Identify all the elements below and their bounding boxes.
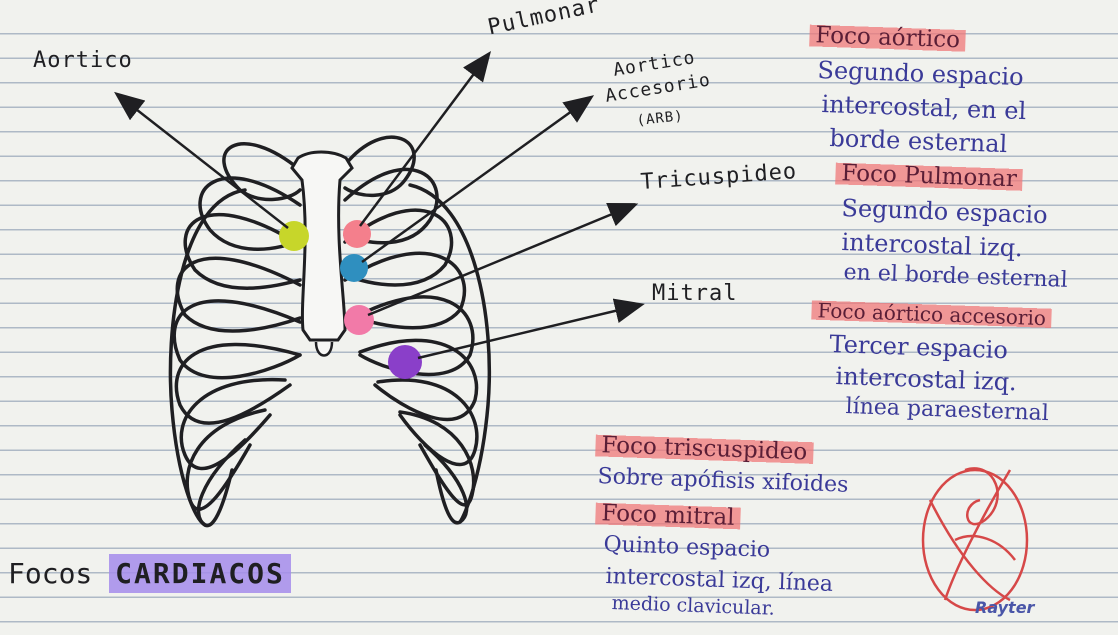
mitral-focus-dot xyxy=(388,345,422,379)
signature: Rayter xyxy=(975,600,1034,616)
note-pulmonar-line-1: Segundo espacio xyxy=(841,196,1048,227)
page-title: Focos CARDIACOS xyxy=(8,560,291,588)
tricuspid-focus-dot xyxy=(344,305,374,335)
left-ribs xyxy=(170,144,300,526)
note-mitral-line-1: Quinto espacio xyxy=(603,534,770,562)
note-aortico-line-3: borde esternal xyxy=(829,126,1007,156)
label-aortico: Aortico xyxy=(33,50,133,72)
mitral-arrow xyxy=(418,305,640,358)
note-aortico-line-1: Segundo espacio xyxy=(817,58,1024,89)
note-accesorio-line-1: Tercer espacio xyxy=(829,332,1008,362)
note-aortico-line-2: intercostal, en el xyxy=(821,92,1026,123)
title-prefix: Focos xyxy=(8,557,92,590)
signature-stamp xyxy=(923,468,1027,610)
note-heading-aortico: Foco aórtico xyxy=(809,22,966,54)
sternum xyxy=(292,152,352,356)
accessory-aortic-focus-dot xyxy=(340,254,368,282)
tricuspid-arrow xyxy=(368,205,634,315)
note-accesorio-line-2: intercostal izq. xyxy=(835,364,1017,394)
note-pulmonar-line-2: intercostal izq. xyxy=(841,230,1023,260)
note-heading-mitral: Foco mitral xyxy=(595,500,741,532)
label-mitral: Mitral xyxy=(652,283,737,305)
pulmonary-focus-dot xyxy=(343,220,371,248)
title-highlight: CARDIACOS xyxy=(109,554,291,593)
aortic-arrow xyxy=(118,95,288,228)
